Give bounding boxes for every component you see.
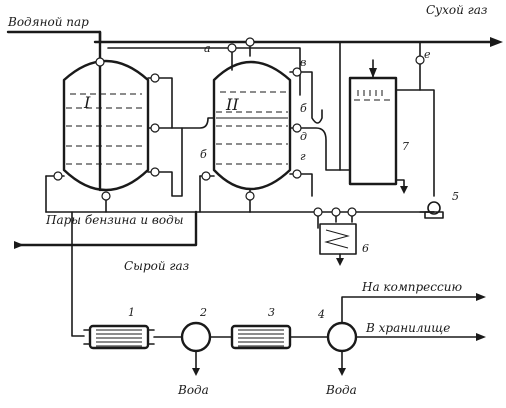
- number-6: 6: [362, 242, 369, 255]
- water-label-2: Вода: [325, 383, 357, 397]
- number-2: 2: [199, 306, 207, 319]
- letter-b2: б: [300, 102, 307, 115]
- separator-7: [348, 59, 398, 186]
- water-steam-label: Водяной пар: [7, 15, 89, 29]
- column-1-label: I: [83, 93, 91, 112]
- number-3: 3: [268, 306, 275, 319]
- vapors-label: Пары бензина и воды: [45, 213, 184, 227]
- water-label-1: Вода: [177, 383, 209, 397]
- letter-v: в: [300, 56, 306, 69]
- letter-e: е: [424, 48, 431, 61]
- letter-b1: б: [200, 148, 207, 161]
- cooler-6: [319, 223, 357, 255]
- number-1: 1: [128, 306, 135, 319]
- letter-g: г: [300, 150, 306, 163]
- column-1: I: [62, 59, 150, 192]
- to-compression-label: На компрессию: [361, 280, 462, 294]
- to-storage-label: В хранилище: [365, 321, 450, 335]
- piping: [45, 41, 435, 266]
- bottom-process-line: [83, 293, 486, 376]
- letter-d: д: [300, 130, 307, 143]
- raw-gas-label: Сырой газ: [124, 259, 189, 273]
- valves: [53, 37, 425, 217]
- column-2: II: [212, 60, 292, 191]
- number-5: 5: [452, 190, 459, 203]
- number-4: 4: [317, 308, 325, 321]
- letter-a: а: [204, 42, 211, 55]
- header-line-2: [107, 47, 301, 96]
- number-7: 7: [402, 140, 409, 153]
- raw-gas-line: [14, 210, 198, 337]
- column-2-label: II: [225, 95, 239, 114]
- pump-5: [424, 201, 444, 219]
- dry-gas-line: [93, 37, 503, 47]
- dry-gas-label: Сухой газ: [426, 3, 487, 17]
